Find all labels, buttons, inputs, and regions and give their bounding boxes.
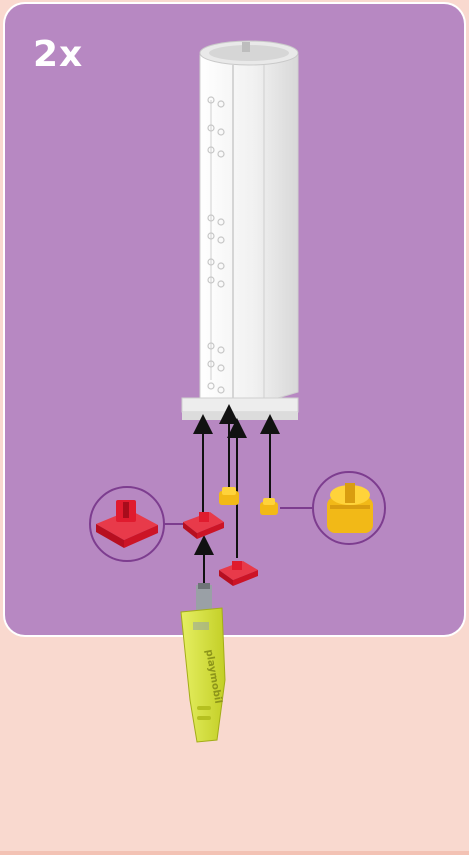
callout-red-part <box>90 487 183 561</box>
tube-part <box>182 41 298 420</box>
bottom-divider <box>0 851 469 855</box>
red-connector-part <box>183 512 258 586</box>
callout-yellow-part <box>280 472 385 544</box>
tool-part: playmobil <box>181 583 225 742</box>
